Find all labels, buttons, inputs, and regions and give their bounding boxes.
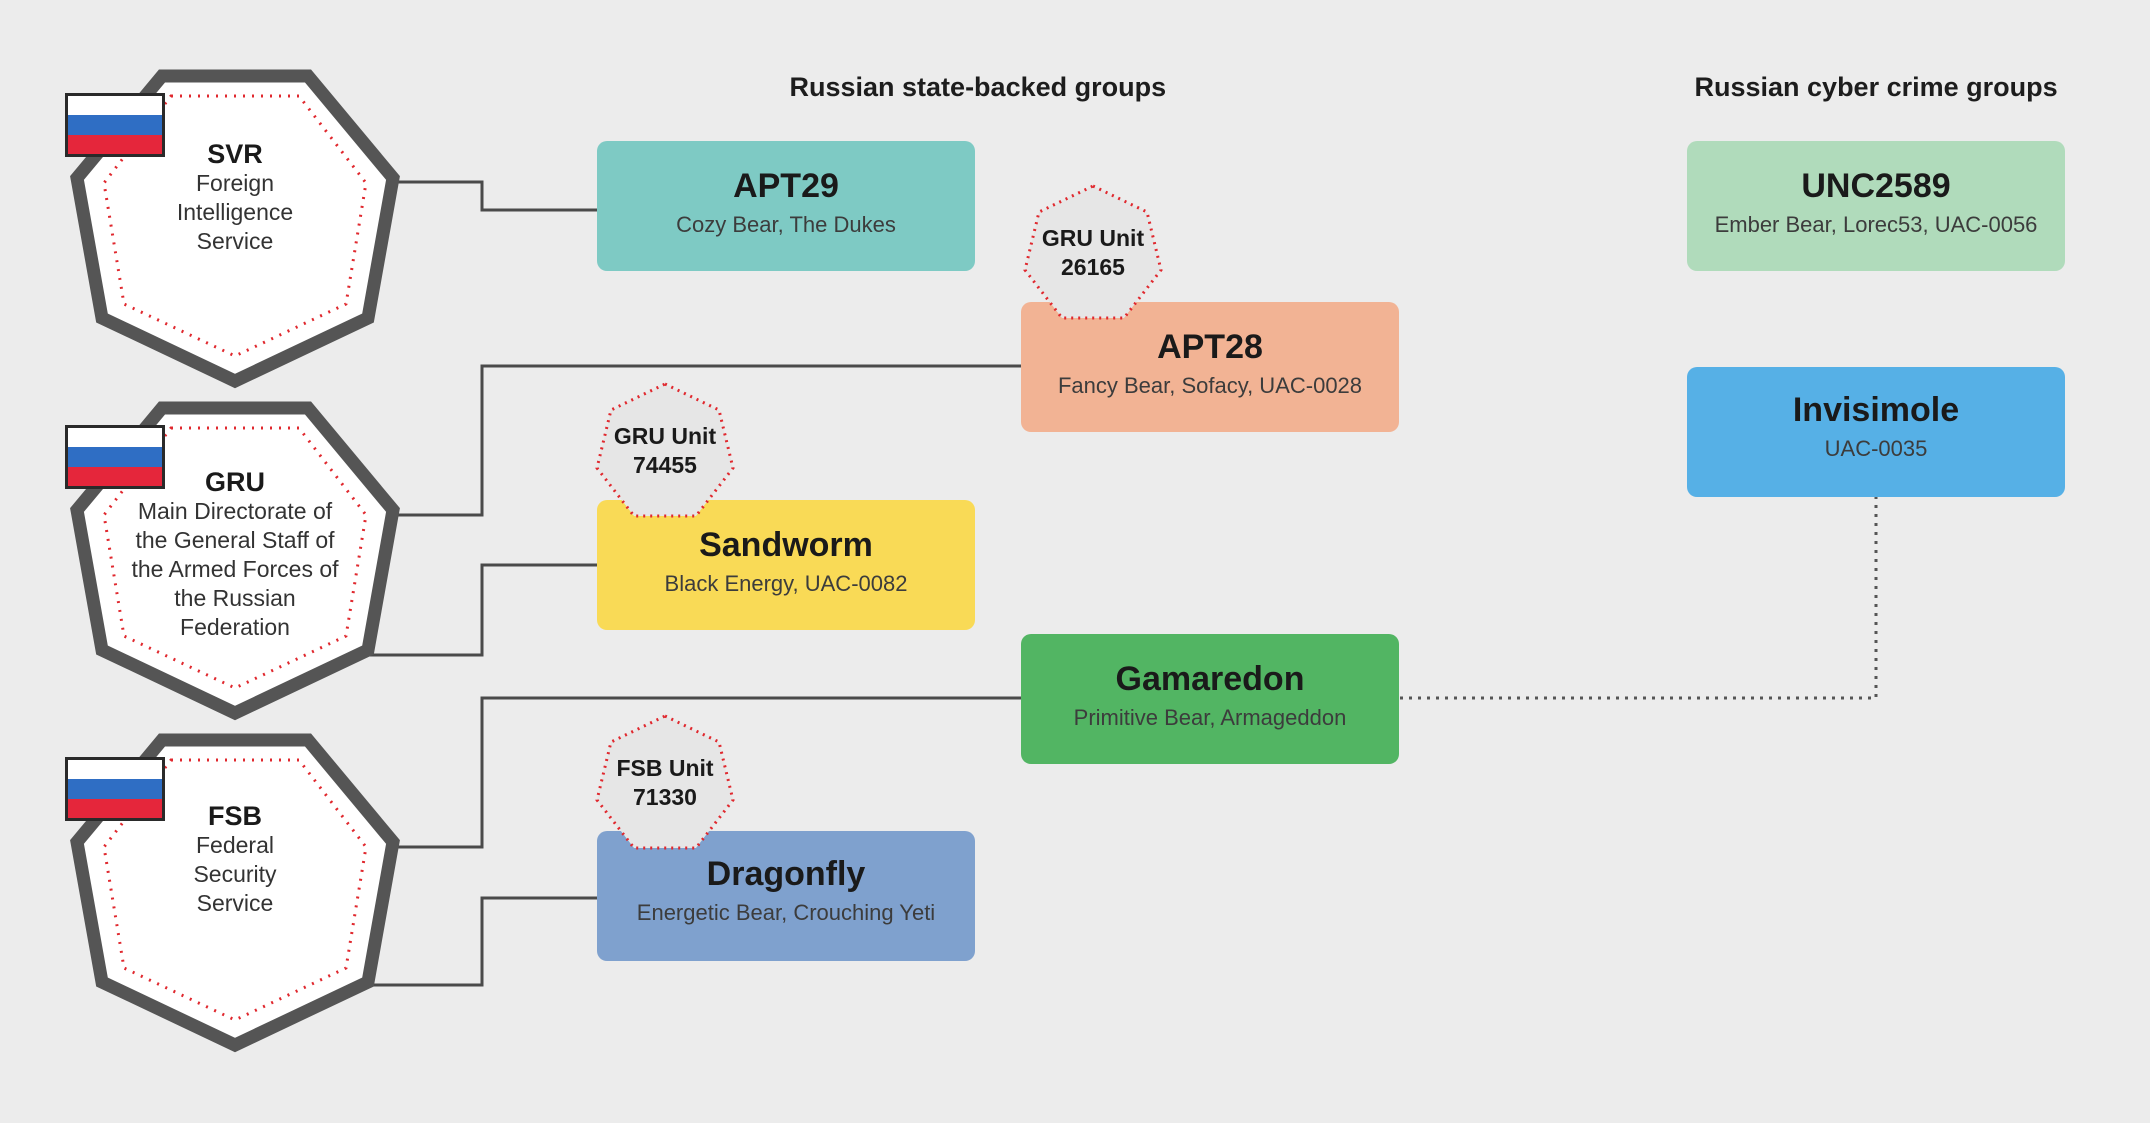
heptagon-badge-icon [595, 382, 735, 518]
unit-fsb-71330-line2: 71330 [633, 784, 697, 810]
heading-state-backed: Russian state-backed groups [789, 72, 1167, 102]
connector-svr-apt29 [390, 180, 597, 212]
group-apt29-aliases: Cozy Bear, The Dukes [676, 212, 896, 237]
group-apt28-aliases: Fancy Bear, Sofacy, UAC-0028 [1057, 373, 1363, 398]
unit-fsb-71330-line1: FSB Unit [616, 755, 714, 781]
group-sandworm: Sandworm Black Energy, UAC-0082 [597, 500, 975, 630]
unit-gru-74455-line2: 74455 [633, 452, 697, 478]
heptagon-badge-icon [595, 714, 735, 850]
agency-fsb: FSB Federal Security Service [65, 732, 400, 1062]
connector-fsb-dragonfly [360, 896, 597, 987]
group-invisimole-aliases: UAC-0035 [1824, 436, 1928, 461]
russian-flag-icon [65, 425, 165, 489]
agency-svr-full: Foreign Intelligence Service [176, 170, 294, 254]
group-unc2589-aliases: Ember Bear, Lorec53, UAC-0056 [1714, 212, 2038, 237]
group-dragonfly: Dragonfly Energetic Bear, Crouching Yeti [597, 831, 975, 961]
group-apt28-name: APT28 [1157, 328, 1263, 366]
connector-gru-sandworm [360, 563, 597, 657]
russian-flag-icon [65, 757, 165, 821]
group-apt29-name: APT29 [733, 167, 839, 205]
agency-gru: GRU Main Directorate of the General Staf… [65, 400, 400, 730]
unit-gru-74455: GRU Unit 74455 [592, 380, 738, 526]
group-invisimole-name: Invisimole [1792, 391, 1960, 429]
group-gamaredon-aliases: Primitive Bear, Armageddon [1073, 705, 1347, 730]
unit-fsb-71330: FSB Unit 71330 [592, 712, 738, 858]
unit-gru-26165: GRU Unit 26165 [1020, 182, 1166, 328]
group-apt29: APT29 Cozy Bear, The Dukes [597, 141, 975, 271]
connector-gru-apt28 [390, 364, 1021, 517]
group-unc2589-name: UNC2589 [1801, 167, 1951, 205]
heading-cyber-crime: Russian cyber crime groups [1694, 72, 2058, 102]
heptagon-badge-icon [1023, 184, 1163, 320]
group-dragonfly-name: Dragonfly [706, 855, 866, 893]
russian-flag-icon [65, 93, 165, 157]
agency-gru-abbr: GRU [205, 467, 265, 497]
agency-fsb-full: Federal Security Service [193, 832, 277, 916]
agency-gru-full: Main Directorate of the General Staff of… [131, 498, 339, 640]
agency-svr: SVR Foreign Intelligence Service [65, 68, 400, 398]
agency-fsb-abbr: FSB [208, 801, 262, 831]
group-sandworm-aliases: Black Energy, UAC-0082 [664, 571, 908, 596]
group-unc2589: UNC2589 Ember Bear, Lorec53, UAC-0056 [1687, 141, 2065, 271]
group-dragonfly-aliases: Energetic Bear, Crouching Yeti [636, 900, 936, 925]
connector-gamaredon-invisimole [1400, 497, 1878, 700]
unit-gru-26165-line2: 26165 [1061, 254, 1125, 280]
group-gamaredon: Gamaredon Primitive Bear, Armageddon [1021, 634, 1399, 764]
group-sandworm-name: Sandworm [699, 526, 873, 564]
group-apt28: APT28 Fancy Bear, Sofacy, UAC-0028 [1021, 302, 1399, 432]
connector-fsb-gamaredon [390, 696, 1021, 849]
group-invisimole: Invisimole UAC-0035 [1687, 367, 2065, 497]
unit-gru-74455-line1: GRU Unit [613, 423, 717, 449]
unit-gru-26165-line1: GRU Unit [1041, 225, 1145, 251]
group-gamaredon-name: Gamaredon [1115, 660, 1305, 698]
agency-svr-abbr: SVR [207, 139, 263, 169]
